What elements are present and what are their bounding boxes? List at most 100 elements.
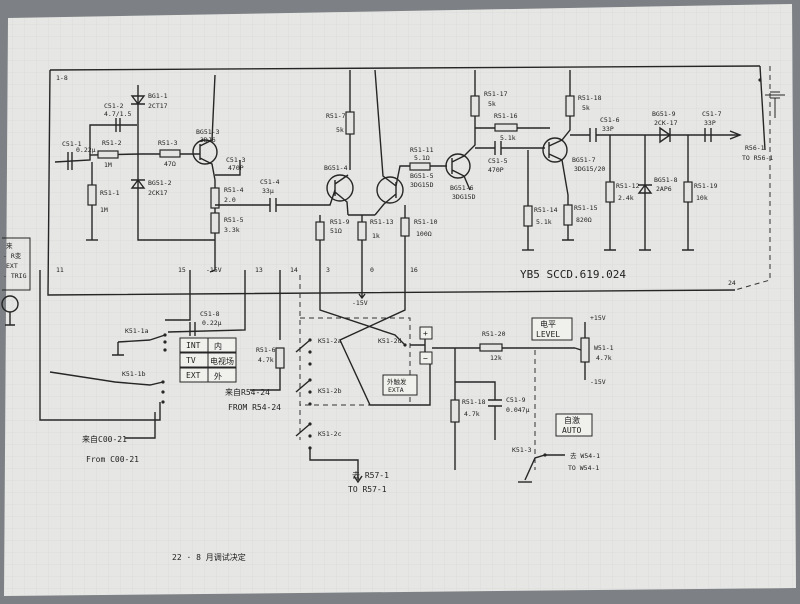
r51-16-value: 5.1k: [500, 134, 516, 142]
frame-left-rail: [47, 69, 736, 296]
ext-en: EXT: [186, 371, 201, 380]
r51-6: [275, 347, 285, 369]
ext-trig-en: EXTA: [388, 386, 404, 394]
transistor-bg51-6: [445, 153, 471, 179]
lower-wire-1: [165, 270, 191, 321]
r51-9-value: 51Ω: [330, 227, 342, 235]
r51-19-value: 10k: [696, 194, 708, 202]
c51-9: [488, 399, 502, 407]
output-arrow: [729, 130, 742, 140]
node-24: 24: [728, 279, 736, 287]
from-c00-cn: 来自C00-21: [82, 434, 127, 444]
c51-4-value: 33μ: [262, 187, 274, 195]
r51-12-label: R51-12: [616, 182, 640, 190]
r51-7: [345, 111, 355, 135]
input-terminal-ground: [5, 312, 15, 326]
r51-10: [400, 217, 410, 237]
c51-8: [189, 322, 196, 336]
r51-4-label: R51-4: [224, 186, 244, 194]
r51-6-label: R51-6: [256, 346, 276, 354]
output-to-r56-label: TO R56-1: [742, 154, 773, 162]
c51-3-value: 470P: [228, 164, 244, 172]
c51-6-label: C51-6: [600, 116, 620, 124]
r51-2-value: 1M: [104, 161, 112, 169]
neg15-level: -15V: [590, 378, 606, 386]
r51-5-value: 3.3k: [224, 226, 240, 234]
r51-18-label: R51-18: [578, 94, 602, 102]
k51-2c-label: K51-2c: [318, 430, 342, 438]
k51-2d-contact: [403, 343, 407, 347]
bg51-4-label: BG51-4: [324, 164, 348, 172]
r51-18b-label: R51-18: [462, 398, 486, 406]
w51-1-label: W51-1: [594, 344, 614, 352]
neg15-left: -15V: [206, 266, 222, 274]
r51-16: [494, 123, 518, 132]
k51-2a-contact-3: [308, 362, 312, 366]
k51-3-contact: [543, 453, 547, 457]
diode-rail: [137, 85, 215, 241]
c51-5-value: 470P: [488, 166, 504, 174]
node-15-left: 15: [178, 266, 186, 274]
k51-1b-contact-1: [161, 380, 165, 384]
r51-3: [159, 149, 181, 158]
r51-16-label: R51-16: [494, 112, 518, 120]
ext-trig-box: [382, 374, 418, 396]
r51-1: [87, 184, 97, 206]
r51-2-label: R51-2: [102, 139, 122, 147]
r51-6-value: 4.7k: [258, 356, 274, 364]
k51-1b-label: K51-1b: [122, 370, 146, 378]
tv-en: TV: [186, 356, 196, 365]
left-tag-2: - R变: [3, 251, 22, 260]
c51-1: [67, 152, 73, 170]
level-en: LEVEL: [536, 330, 560, 339]
k51-2d-wire: [319, 270, 406, 346]
r51-15: [563, 204, 573, 226]
right-ground-bars: [562, 239, 694, 251]
r51-19-label: R51-19: [694, 182, 718, 190]
level-box: [531, 317, 573, 341]
k51-1b-contact-3: [161, 400, 165, 404]
k51-2a-contact-2: [308, 350, 312, 354]
r51-1-label: R51-1: [100, 189, 120, 197]
c51-1-value: 0.22μ: [76, 146, 96, 154]
r51-9: [315, 221, 325, 241]
bg1-1-diode: [130, 95, 146, 106]
k51-3-label: K51-3: [512, 446, 532, 454]
source-wire: [209, 180, 216, 273]
bg51-2-label: BG51-2: [148, 179, 172, 187]
top-right-cap: [765, 91, 785, 118]
r51-7-label: R51-7: [326, 112, 346, 120]
r51-17-value: 5k: [488, 100, 496, 108]
dashed-right-rail: [734, 66, 771, 291]
bg51-6-value: 3DG15D: [452, 193, 476, 201]
bg51-2-value: 2CK17: [148, 189, 168, 197]
bg51-4-pins: [334, 174, 349, 216]
paper-grid: [4, 4, 796, 596]
k51-2d-cross: [339, 270, 431, 406]
r51-15-value: 820Ω: [576, 216, 592, 224]
node-0: 0: [370, 266, 374, 274]
node-3: 3: [326, 266, 330, 274]
pos15: +15V: [590, 314, 606, 322]
from-c00: From C00-21: [86, 455, 139, 464]
k51-2a-arm: [295, 339, 311, 353]
r51-17-label: R51-17: [484, 90, 508, 98]
bg51-5-value: 3DG15D: [410, 181, 434, 189]
bg1-1-label: BG1-1: [148, 92, 168, 100]
k51-2a-label: K51-2a: [318, 337, 342, 345]
node-13: 13: [255, 266, 263, 274]
r51-7-value: 5k: [336, 126, 344, 134]
left-tag-3: EXT: [6, 262, 18, 270]
c51-6-value: 33P: [602, 125, 614, 133]
node-16: 16: [410, 266, 418, 274]
to-r57-arrow: [353, 475, 363, 484]
r51-14-value: 5.1k: [536, 218, 552, 226]
r51-5-label: R51-5: [224, 216, 244, 224]
to-r57: TO R57-1: [348, 485, 387, 494]
lower-wire-2: [167, 270, 246, 333]
r51-9-label: R51-9: [330, 218, 350, 226]
board-id: YB5 SCCD.619.024: [520, 268, 626, 281]
r51-14-label: R51-14: [534, 206, 558, 214]
neg15-mid: -15V: [352, 299, 368, 307]
